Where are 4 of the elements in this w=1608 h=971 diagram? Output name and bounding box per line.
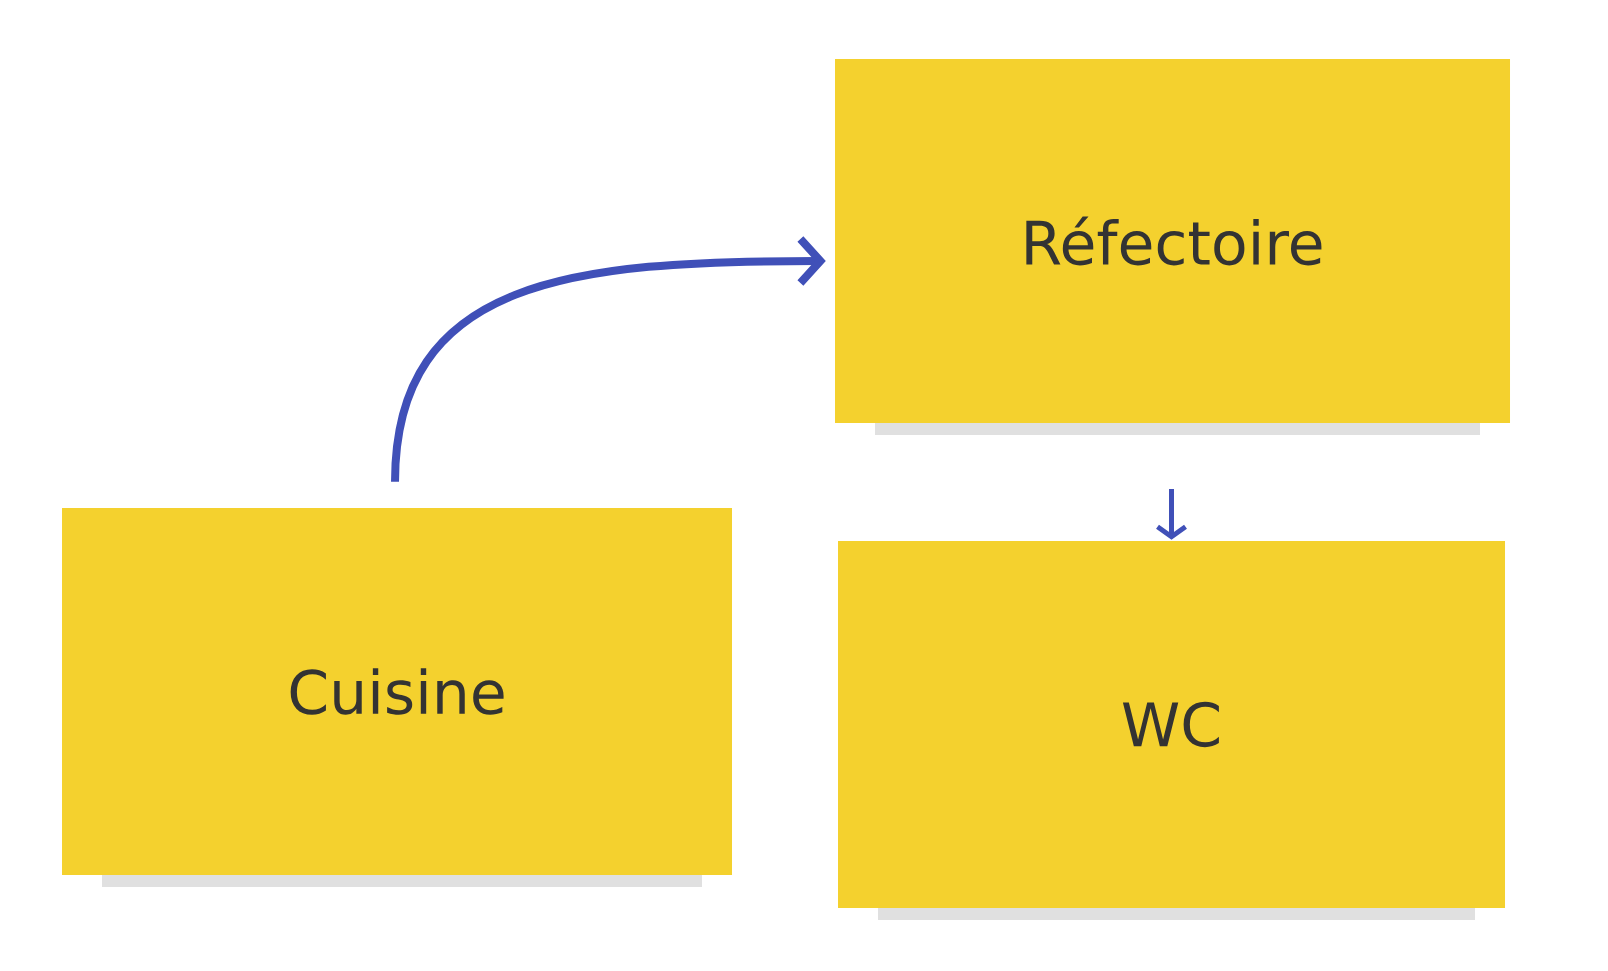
- sticky-note: Réfectoire: [835, 59, 1510, 423]
- sticky-note: WC: [838, 541, 1505, 908]
- sticky-note: Cuisine: [62, 508, 732, 875]
- arrow: [391, 236, 826, 483]
